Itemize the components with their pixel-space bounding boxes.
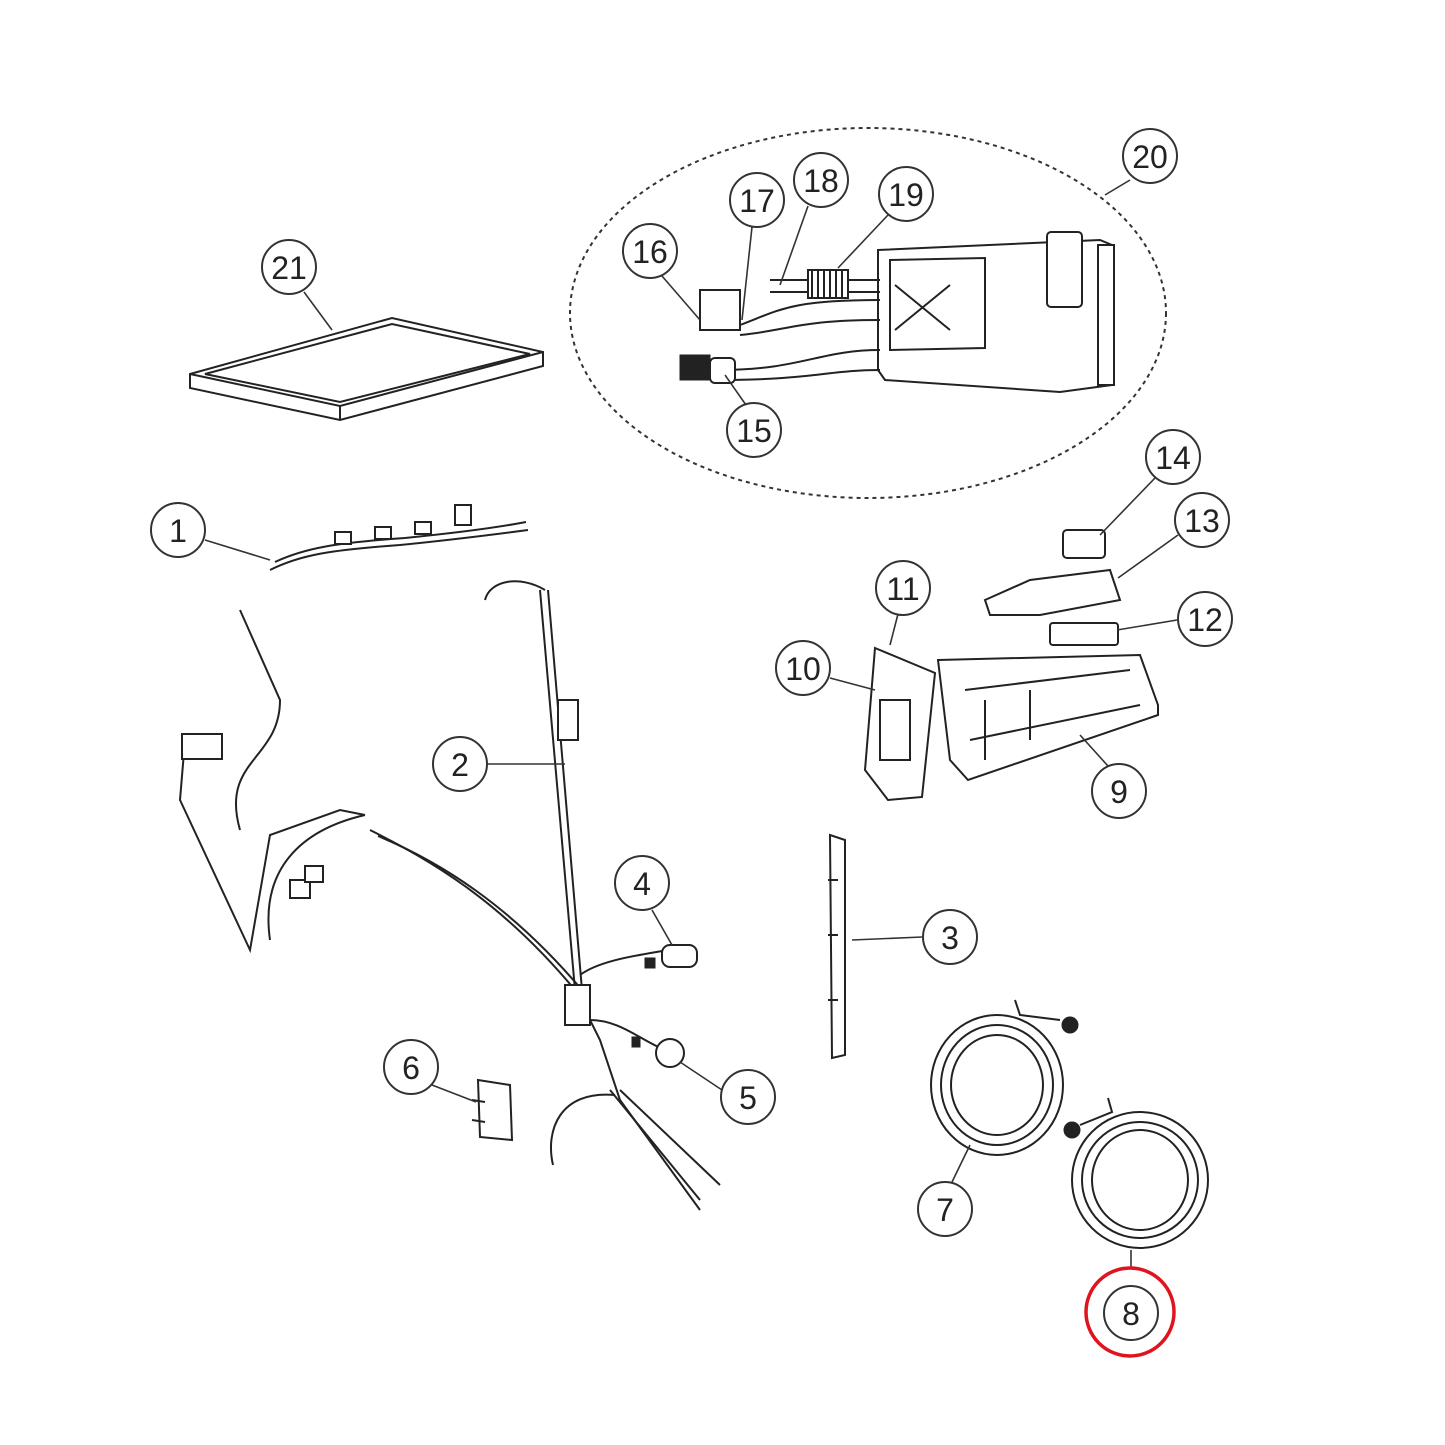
svg-text:16: 16 (632, 234, 668, 270)
callout-4[interactable]: 4 (614, 855, 670, 911)
callout-15[interactable]: 15 (726, 402, 782, 458)
svg-text:1: 1 (169, 513, 187, 549)
callout-11[interactable]: 11 (875, 560, 931, 616)
callout-21[interactable]: 21 (261, 239, 317, 295)
svg-text:15: 15 (736, 413, 772, 449)
callout-16[interactable]: 16 (622, 223, 678, 279)
callout-7[interactable]: 7 (917, 1181, 973, 1237)
callout-2[interactable]: 2 (432, 736, 488, 792)
svg-text:12: 12 (1187, 602, 1223, 638)
svg-text:2: 2 (451, 747, 469, 783)
svg-text:8: 8 (1122, 1296, 1140, 1332)
svg-text:20: 20 (1132, 139, 1168, 175)
callout-9[interactable]: 9 (1091, 763, 1147, 819)
callout-8[interactable]: 8 (1103, 1285, 1159, 1341)
callout-17[interactable]: 17 (729, 172, 785, 228)
callout-5[interactable]: 5 (720, 1069, 776, 1125)
part-3-strip (828, 833, 846, 1060)
svg-text:10: 10 (785, 651, 821, 687)
callout-6[interactable]: 6 (383, 1039, 439, 1095)
svg-text:7: 7 (936, 1192, 954, 1228)
part-20-dispenser-assembly (569, 127, 1167, 499)
part-7-hose (930, 999, 1079, 1156)
svg-text:19: 19 (888, 177, 924, 213)
svg-text:13: 13 (1184, 503, 1220, 539)
leader-lines (204, 179, 1179, 1269)
callout-18[interactable]: 18 (793, 152, 849, 208)
part-2-main-harness (178, 580, 721, 1211)
highlight-ring (1084, 1266, 1176, 1358)
part-21-top-panel (189, 316, 544, 422)
svg-text:17: 17 (739, 183, 775, 219)
callout-1[interactable]: 1 (150, 502, 206, 558)
part-6-switch (471, 1078, 514, 1142)
svg-text:21: 21 (271, 250, 307, 286)
svg-text:4: 4 (633, 866, 651, 902)
part-4-sensor (644, 944, 698, 969)
callout-12[interactable]: 12 (1177, 591, 1233, 647)
svg-text:3: 3 (941, 920, 959, 956)
callout-20[interactable]: 20 (1122, 128, 1178, 184)
svg-text:9: 9 (1110, 774, 1128, 810)
svg-text:18: 18 (803, 163, 839, 199)
part-1-harness (269, 504, 529, 571)
part-9-14-drawer (863, 529, 1159, 802)
callout-13[interactable]: 13 (1174, 492, 1230, 548)
callout-10[interactable]: 10 (775, 640, 831, 696)
svg-text:11: 11 (886, 571, 919, 607)
svg-text:14: 14 (1155, 440, 1191, 476)
callout-19[interactable]: 19 (878, 166, 934, 222)
part-8-hose (1063, 1097, 1209, 1249)
svg-text:6: 6 (402, 1050, 420, 1086)
callout-3[interactable]: 3 (922, 909, 978, 965)
callout-14[interactable]: 14 (1145, 429, 1201, 485)
part-5-round-sensor (631, 1036, 685, 1068)
svg-text:5: 5 (739, 1080, 757, 1116)
